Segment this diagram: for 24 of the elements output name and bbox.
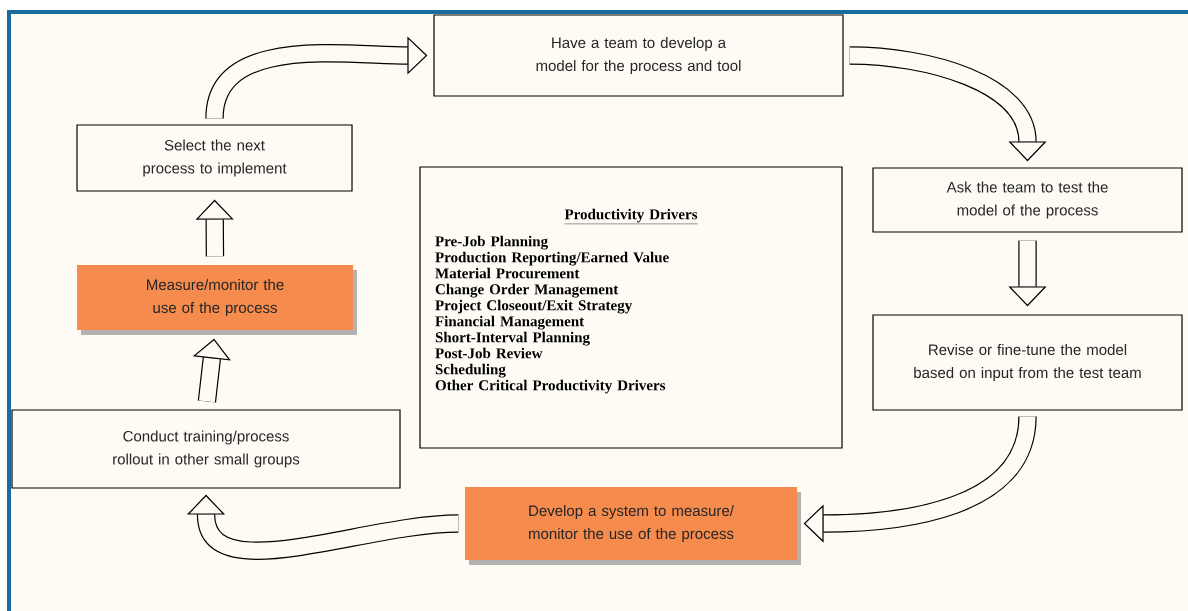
block-arrow (205, 36, 428, 120)
process-box: Revise or fine-tune the model based on input from the test team (872, 314, 1183, 411)
process-box: Conduct training/process rollout in other small groups (11, 409, 401, 489)
process-box: Select the next process to implement (76, 124, 353, 192)
process-box: Ask the team to test the model of the process (872, 167, 1183, 233)
heading: Productivity Drivers (564, 208, 698, 225)
list-item: Material Procurement (435, 267, 580, 279)
process-box: Measure/monitor the use of the process (77, 265, 357, 335)
list-item: Scheduling (435, 363, 506, 378)
list-item: Pre-Job Planning (435, 235, 548, 250)
list-item: Project Closeout/Exit Strategy (435, 299, 633, 314)
block-arrow (192, 338, 231, 403)
block-arrow (186, 494, 459, 560)
list-item: Other Critical Productivity Drivers (435, 379, 666, 394)
block-arrow (849, 46, 1047, 162)
list-item: Production Reporting/Earned Value (435, 251, 669, 266)
block-arrow (803, 415, 1037, 543)
process-box: Develop a system to measure/ monitor the use of the process (465, 487, 801, 565)
list-item: Post-Job Review (435, 347, 543, 359)
list-item: Financial Management (435, 315, 585, 330)
drivers-box (419, 166, 843, 449)
list-item: Short-Interval Planning (435, 331, 590, 346)
list-item: Change Order Management (435, 283, 619, 298)
process-box: Have a team to develop a model for the process and tool (433, 14, 844, 97)
